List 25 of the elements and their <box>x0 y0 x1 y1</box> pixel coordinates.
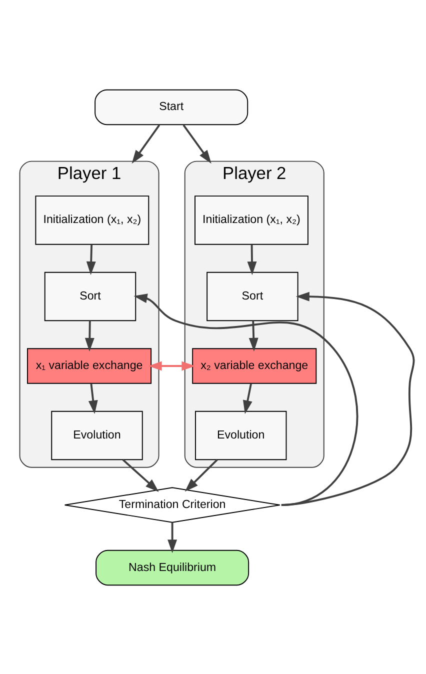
arrow <box>182 124 212 164</box>
arrow <box>122 458 159 492</box>
arrow <box>184 458 218 492</box>
node-box: Nash Equilibrium <box>96 549 250 586</box>
arrow <box>248 320 258 351</box>
arrow <box>281 291 415 506</box>
arrow <box>86 244 96 275</box>
node-box: Start <box>94 88 248 125</box>
arrow <box>132 124 160 164</box>
node-box: Evolution <box>195 410 287 460</box>
node-box: Sort <box>206 271 298 321</box>
node-diamond: Termination Criterion <box>64 486 280 522</box>
node-box: Evolution <box>51 410 143 460</box>
node-box: x₁ variable exchange <box>27 348 152 384</box>
node-box: Initialization (x₁, x₂) <box>35 195 150 244</box>
node-box: x₂ variable exchange <box>192 348 317 384</box>
arrow <box>84 320 94 351</box>
node-box: Sort <box>44 271 136 321</box>
node-box: Initialization (x₁, x₂) <box>194 195 308 244</box>
arrow <box>88 383 98 414</box>
arrow <box>134 293 358 506</box>
arrow <box>242 382 252 414</box>
arrow <box>148 360 196 370</box>
arrow <box>168 522 178 553</box>
arrow <box>247 244 257 275</box>
